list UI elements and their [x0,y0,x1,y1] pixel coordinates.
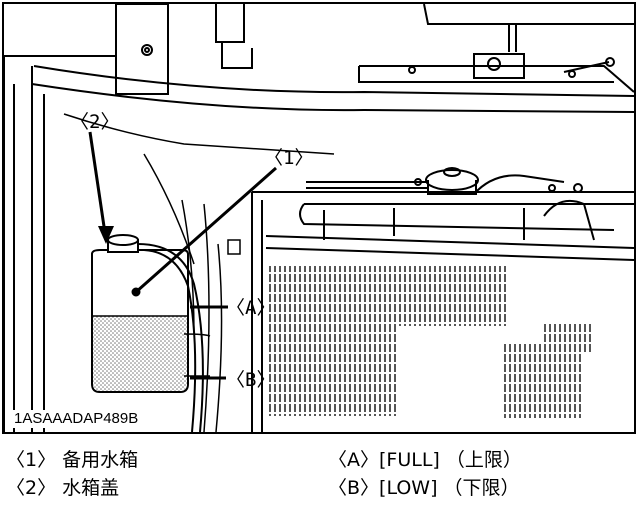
legend-item-2: 〈2〉 水箱盖 [6,477,120,499]
legend: 〈1〉 备用水箱 〈2〉 水箱盖 〈A〉[FULL] （上限） 〈B〉[LOW]… [0,448,640,504]
legend-item-a: 〈A〉[FULL] （上限） [328,449,522,471]
legend-item-1: 〈1〉 备用水箱 [6,449,139,471]
figure-code: 1ASAAADAP489B [12,410,141,428]
diagram-figure: 〈1〉 〈2〉 〈A〉 〈B〉 1ASAAADAP489B [2,2,636,434]
reserve-tank [91,234,211,432]
upper-frame [4,4,634,113]
radiator-grille [266,266,594,418]
callout-b: 〈B〉 [226,369,275,391]
callout-2: 〈2〉 [70,111,119,133]
callout-a: 〈A〉 [226,297,275,319]
callout-1: 〈1〉 [264,147,313,169]
engine-bay-illustration: 〈1〉 〈2〉 〈A〉 〈B〉 [4,4,634,432]
leader-lines [88,131,277,380]
legend-item-b: 〈B〉[LOW] （下限） [328,477,520,499]
radiator-top [251,167,634,432]
arrow-head [98,226,114,244]
left-frame [4,56,45,432]
